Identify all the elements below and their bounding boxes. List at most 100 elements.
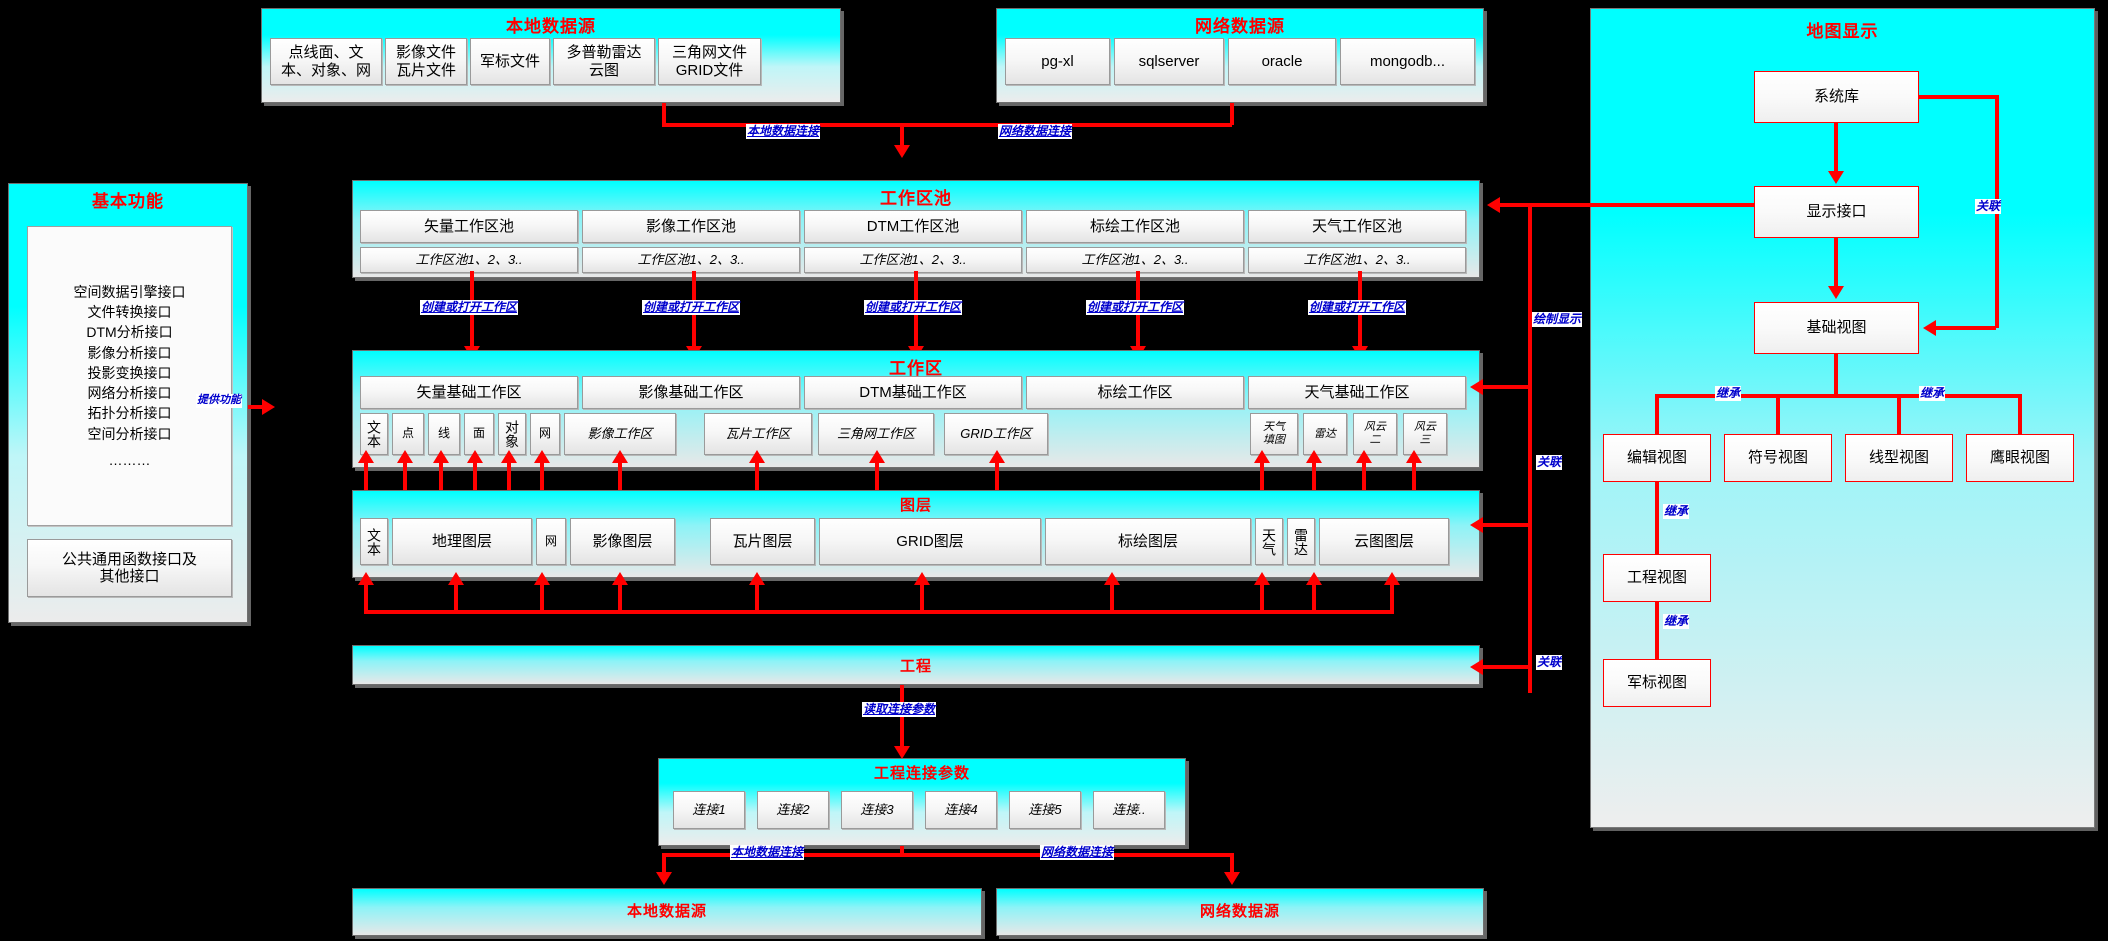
pool-sub-3-label: 工作区池1、2、3.. (1081, 251, 1189, 267)
view-symbol-node[interactable]: 符号视图 (1724, 434, 1832, 482)
fn-item-4: 投影变换接口 (87, 364, 172, 381)
ws-sub-radar-label: 雷达 (1314, 427, 1336, 440)
ws-sub-fy3[interactable]: 风云 三 (1403, 413, 1447, 455)
ws-sub-weather-plot[interactable]: 天气 填图 (1250, 413, 1298, 455)
net-source-item-2[interactable]: oracle (1228, 38, 1336, 85)
pool-sub-2[interactable]: 工作区池1、2、3.. (804, 247, 1022, 273)
layer-image[interactable]: 影像图层 (570, 518, 675, 565)
view-eagleeye-node[interactable]: 鹰眼视图 (1966, 434, 2074, 482)
conn-item-2[interactable]: 连接3 (841, 791, 913, 829)
connector-layer-proj-7 (1260, 578, 1264, 612)
ws-sub-net[interactable]: 网 (530, 413, 560, 455)
edge-label-read-conn-params: 读取连接参数 (862, 702, 937, 717)
ws-sub-line[interactable]: 线 (428, 413, 460, 455)
layers-panel: 图层 文本 地理图层 网 影像图层 瓦片图层 GRID图层 标绘图层 天气 雷达… (352, 490, 1480, 578)
layer-weather-label: 天气 (1261, 527, 1278, 556)
connector-ws-layer-9 (995, 456, 999, 501)
layer-text[interactable]: 文本 (360, 518, 388, 565)
ws-sub-tin[interactable]: 三角网工作区 (818, 413, 934, 455)
arrow-sysdb-displayif (1828, 171, 1844, 184)
connector-conn-bus (900, 846, 904, 856)
net-source-item-0[interactable]: pg-xl (1005, 38, 1110, 85)
layer-plot[interactable]: 标绘图层 (1045, 518, 1251, 565)
view-edit-node[interactable]: 编辑视图 (1603, 434, 1711, 482)
conn-item-3[interactable]: 连接4 (925, 791, 997, 829)
arrow-map-to-workspace (1470, 379, 1483, 395)
layer-radar[interactable]: 雷达 (1287, 518, 1315, 565)
ws-sub-image[interactable]: 影像工作区 (564, 413, 676, 455)
ws-sub-fy2-label: 风云 二 (1364, 421, 1386, 446)
ws-sub-radar[interactable]: 雷达 (1303, 413, 1347, 455)
layer-cloud[interactable]: 云图图层 (1319, 518, 1449, 565)
conn-item-1[interactable]: 连接2 (757, 791, 829, 829)
arrow-ws-layer-12 (1356, 450, 1372, 463)
net-source-item-1[interactable]: sqlserver (1114, 38, 1224, 85)
connector-layer-proj-2 (540, 578, 544, 612)
conn-item-0[interactable]: 连接1 (673, 791, 745, 829)
milmark-view-node[interactable]: 军标视图 (1603, 659, 1711, 707)
layer-geo[interactable]: 地理图层 (392, 518, 532, 565)
layer-net[interactable]: 网 (536, 518, 566, 565)
connector-edit-engineering (1655, 482, 1659, 554)
ws-sub-polygon[interactable]: 面 (464, 413, 494, 455)
edge-label-create-ws-0: 创建或打开工作区 (420, 300, 519, 315)
ws-col-3[interactable]: 标绘工作区 (1026, 376, 1244, 409)
connector-layer-proj-0 (364, 578, 368, 612)
pool-col-3[interactable]: 标绘工作区池 (1026, 210, 1244, 243)
ws-col-2[interactable]: DTM基础工作区 (804, 376, 1022, 409)
pool-col-1[interactable]: 影像工作区池 (582, 210, 800, 243)
net-source-item-3[interactable]: mongodb... (1340, 38, 1475, 85)
edge-label-relate-workspace: 关联 (1536, 455, 1563, 470)
pool-sub-4[interactable]: 工作区池1、2、3.. (1248, 247, 1466, 273)
ws-col-0[interactable]: 矢量基础工作区 (360, 376, 578, 409)
connector-map-to-project (1482, 665, 1530, 669)
engineering-view-node[interactable]: 工程视图 (1603, 554, 1711, 602)
fn-item-0: 空间数据引擎接口 (73, 283, 186, 300)
layer-tile[interactable]: 瓦片图层 (710, 518, 815, 565)
ws-sub-tile[interactable]: 瓦片工作区 (704, 413, 812, 455)
conn-item-4[interactable]: 连接5 (1009, 791, 1081, 829)
pool-sub-1[interactable]: 工作区池1、2、3.. (582, 247, 800, 273)
local-source-item-1[interactable]: 影像文件 瓦片文件 (385, 38, 467, 85)
pool-sub-3[interactable]: 工作区池1、2、3.. (1026, 247, 1244, 273)
connector-layer-proj-6 (1110, 578, 1114, 612)
common-function-interface[interactable]: 公共通用函数接口及 其他接口 (27, 539, 232, 597)
conn-item-5[interactable]: 连接.. (1093, 791, 1165, 829)
arrow-layer-proj-4 (749, 572, 765, 585)
pool-sub-0[interactable]: 工作区池1、2、3.. (360, 247, 578, 273)
local-data-source-panel: 本地数据源 点线面、文 本、对象、网 影像文件 瓦片文件 军标文件 多普勒雷达 … (261, 8, 841, 103)
arrow-ws-layer-3 (467, 450, 483, 463)
net-source-item-1-label: sqlserver (1138, 52, 1200, 70)
ws-sub-object[interactable]: 对象 (498, 413, 526, 455)
pool-sub-0-label: 工作区池1、2、3.. (415, 251, 523, 267)
ws-col-1[interactable]: 影像基础工作区 (582, 376, 800, 409)
ws-sub-text[interactable]: 文本 (360, 413, 388, 455)
pool-col-0-label: 矢量工作区池 (423, 217, 514, 235)
local-source-item-4[interactable]: 三角网文件 GRID文件 (658, 38, 761, 85)
ws-sub-grid[interactable]: GRID工作区 (944, 413, 1048, 455)
view-linestyle-node[interactable]: 线型视图 (1845, 434, 1953, 482)
net-source-item-2-label: oracle (1261, 52, 1303, 70)
local-source-item-0[interactable]: 点线面、文 本、对象、网 (270, 38, 382, 85)
pool-col-4[interactable]: 天气工作区池 (1248, 210, 1466, 243)
arrow-ws-layer-1 (397, 450, 413, 463)
ws-sub-point[interactable]: 点 (392, 413, 424, 455)
edge-label-local-conn: 本地数据连接 (746, 124, 821, 139)
fn-item-3: 影像分析接口 (87, 344, 172, 361)
display-interface-node[interactable]: 显示接口 (1754, 186, 1919, 238)
layer-image-label: 影像图层 (592, 532, 653, 550)
edge-label-net-conn-bottom: 网络数据连接 (1040, 845, 1115, 860)
system-db-node[interactable]: 系统库 (1754, 71, 1919, 123)
pool-col-0[interactable]: 矢量工作区池 (360, 210, 578, 243)
local-source-item-3[interactable]: 多普勒雷达 云图 (553, 38, 655, 85)
network-data-source-bottom-panel: 网络数据源 (996, 888, 1484, 936)
ws-col-4[interactable]: 天气基础工作区 (1248, 376, 1466, 409)
pool-col-2[interactable]: DTM工作区池 (804, 210, 1022, 243)
ws-sub-polygon-label: 面 (472, 426, 485, 441)
workspace-pool-panel: 工作区池 矢量工作区池 影像工作区池 DTM工作区池 标绘工作区池 天气工作区池… (352, 180, 1480, 278)
base-view-node[interactable]: 基础视图 (1754, 302, 1919, 354)
ws-sub-fy2[interactable]: 风云 二 (1353, 413, 1397, 455)
layer-weather[interactable]: 天气 (1255, 518, 1283, 565)
layer-grid[interactable]: GRID图层 (819, 518, 1041, 565)
local-source-item-2[interactable]: 军标文件 (470, 38, 550, 85)
